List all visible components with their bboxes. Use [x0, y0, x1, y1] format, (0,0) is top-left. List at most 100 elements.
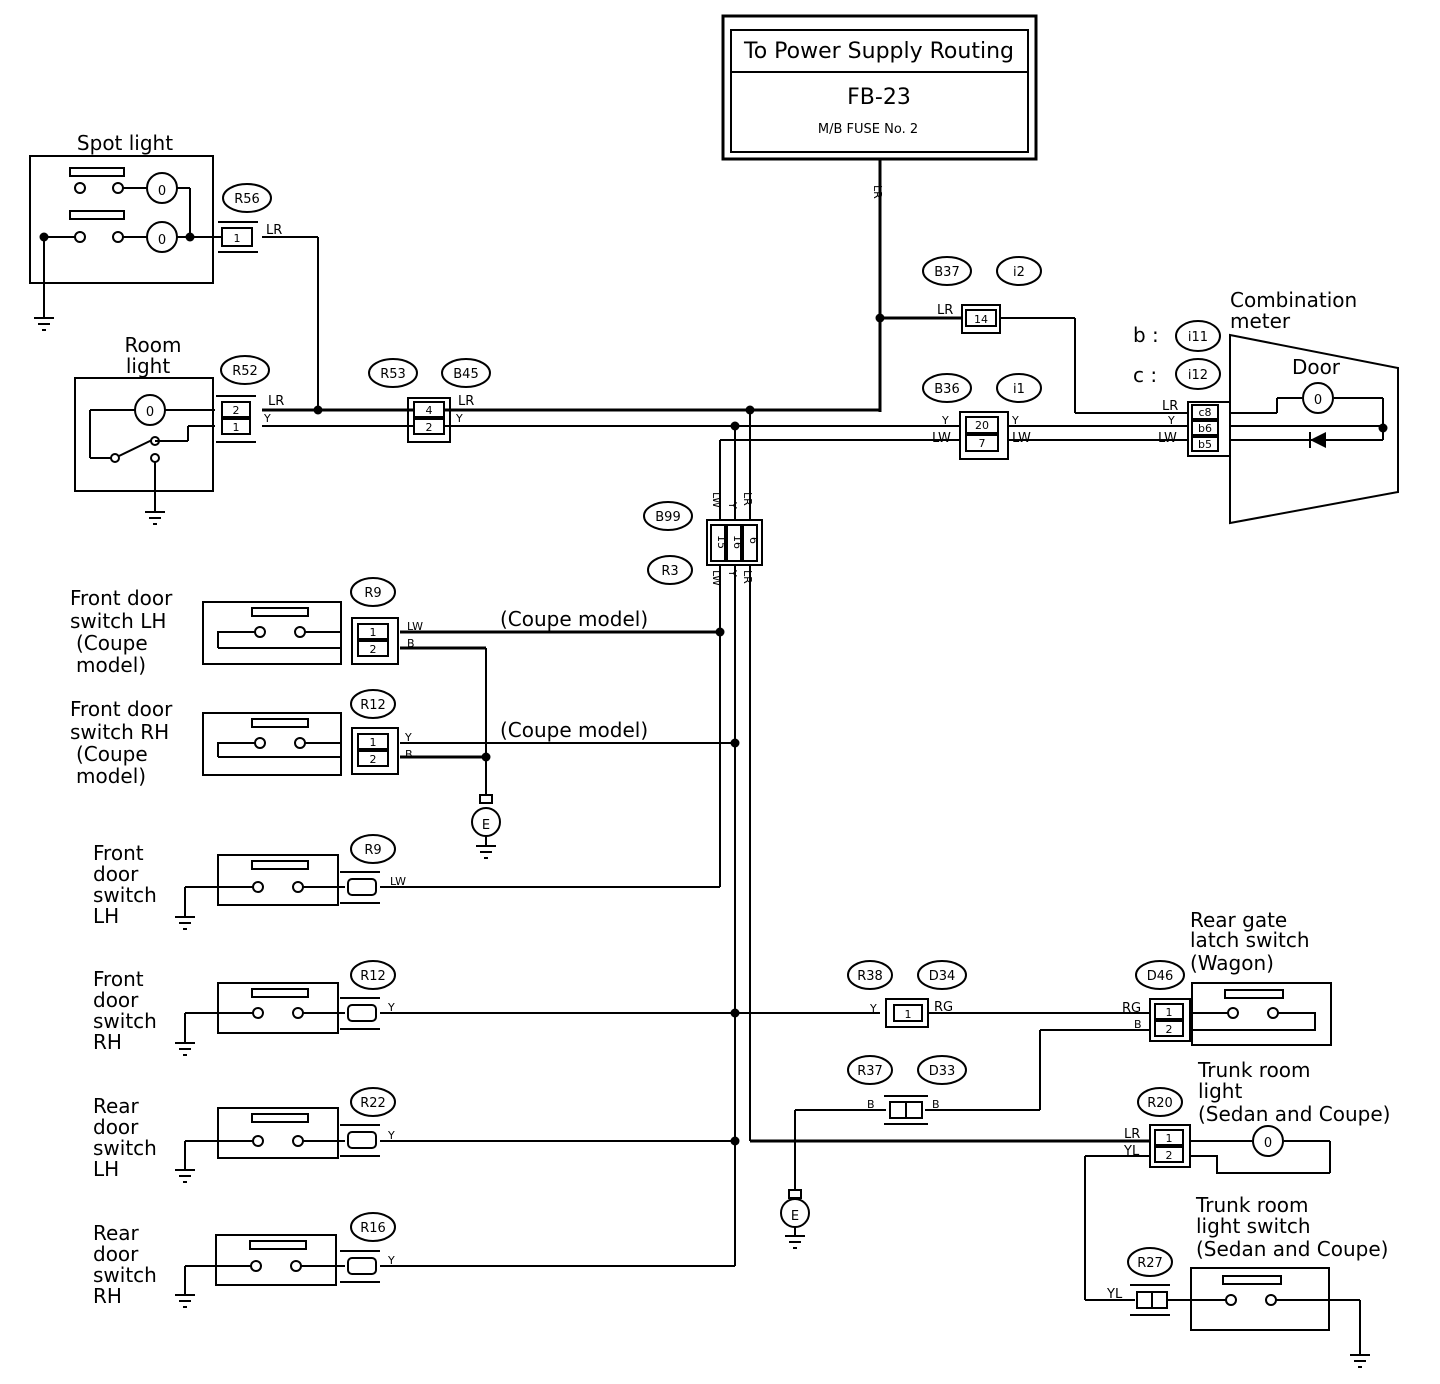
svg-text:model): model) — [76, 653, 146, 677]
connector-D46: D46 — [1147, 969, 1174, 984]
svg-text:B: B — [932, 1098, 940, 1111]
svg-text:LW: LW — [710, 492, 723, 508]
svg-text:switch: switch — [93, 883, 157, 907]
svg-text:LH: LH — [93, 904, 119, 928]
svg-text:LR: LR — [1162, 399, 1178, 414]
svg-text:2: 2 — [370, 753, 377, 766]
svg-text:1: 1 — [234, 232, 241, 245]
svg-text:(Coupe: (Coupe — [76, 742, 148, 766]
svg-text:R37: R37 — [857, 1064, 883, 1079]
connector-R38-D34: R38 D34 1 Y RG — [847, 960, 967, 1028]
svg-text:16: 16 — [731, 535, 744, 549]
svg-text:Y: Y — [869, 1002, 877, 1015]
svg-text:E: E — [482, 818, 490, 833]
svg-text:Trunk room: Trunk room — [1195, 1193, 1309, 1217]
door-lamp-icon — [1302, 382, 1334, 414]
svg-text:1: 1 — [1166, 1006, 1173, 1019]
power-box-fuse-no: M/B FUSE No. 2 — [818, 122, 918, 137]
connector-B37-i2: B37 i2 14 LR — [922, 256, 1042, 334]
svg-text:LW: LW — [407, 620, 423, 633]
svg-text:Rear: Rear — [93, 1094, 140, 1118]
svg-text:Y: Y — [404, 731, 412, 744]
svg-text:Front door: Front door — [70, 586, 173, 610]
svg-text:7: 7 — [979, 437, 986, 450]
svg-text:B: B — [1134, 1018, 1142, 1031]
svg-text:R3: R3 — [661, 564, 678, 579]
svg-text:RG: RG — [1122, 1001, 1141, 1016]
svg-text:LH: LH — [93, 1157, 119, 1181]
room-light: Room light 0 2 1 R52 LR Y — [74, 333, 284, 525]
svg-text:4: 4 — [426, 404, 433, 417]
svg-text:2: 2 — [1166, 1149, 1173, 1162]
svg-text:light: light — [126, 354, 170, 378]
svg-text:R12: R12 — [360, 969, 386, 984]
svg-text:D34: D34 — [929, 969, 956, 984]
front-door-switch-lh: Front door switch LH R9 LW — [93, 834, 406, 930]
svg-text:door: door — [93, 1115, 139, 1139]
svg-text:2: 2 — [233, 404, 240, 417]
power-box-title: To Power Supply Routing — [743, 39, 1014, 64]
svg-text:R38: R38 — [857, 969, 883, 984]
svg-text:B: B — [407, 637, 415, 650]
connector-R52: R52 — [232, 364, 258, 379]
svg-text:(Coupe: (Coupe — [76, 631, 148, 655]
svg-text:door: door — [93, 862, 139, 886]
svg-text:(Coupe model): (Coupe model) — [500, 607, 648, 631]
svg-text:(Sedan and Coupe): (Sedan and Coupe) — [1196, 1237, 1388, 1261]
connector-B36-i1: B36 i1 20 7 Y LW Y LW — [922, 373, 1042, 460]
svg-text:Front: Front — [93, 841, 144, 865]
svg-text:0: 0 — [158, 233, 166, 248]
connector-R56: R56 — [234, 192, 260, 207]
front-door-switch-rh: Front door switch RH R12 Y — [93, 960, 396, 1056]
ground-icon — [1350, 1354, 1370, 1368]
svg-text:2: 2 — [370, 643, 377, 656]
svg-text:LR: LR — [937, 303, 953, 318]
svg-text:Rear: Rear — [93, 1221, 140, 1245]
svg-text:6: 6 — [747, 537, 760, 544]
svg-text:switch RH: switch RH — [70, 720, 169, 744]
connector-R53-B45: R53 B45 4 2 LR Y — [368, 358, 491, 443]
svg-text:(Wagon): (Wagon) — [1190, 951, 1274, 975]
svg-text:Y: Y — [726, 501, 739, 509]
svg-text:door: door — [93, 988, 139, 1012]
svg-text:RH: RH — [93, 1284, 122, 1308]
svg-text:Y: Y — [1167, 414, 1175, 427]
diode-icon — [1309, 432, 1326, 448]
svg-text:LW: LW — [1012, 431, 1031, 446]
rear-gate-latch-switch: Rear gate latch switch (Wagon) D46 1 2 R… — [1122, 908, 1332, 1046]
svg-text:Y: Y — [387, 1129, 395, 1142]
svg-text:R9: R9 — [364, 586, 381, 601]
svg-text:R16: R16 — [360, 1221, 386, 1236]
svg-text:LR: LR — [268, 394, 284, 409]
svg-text:Y: Y — [387, 1001, 395, 1014]
trunk-room-light-switch: Trunk room light switch (Sedan and Coupe… — [1106, 1193, 1388, 1368]
svg-text:light switch: light switch — [1196, 1214, 1311, 1238]
svg-text:Rear gate: Rear gate — [1190, 908, 1287, 932]
svg-text:Front door: Front door — [70, 697, 173, 721]
svg-text:1: 1 — [370, 626, 377, 639]
svg-text:Y: Y — [941, 414, 949, 427]
svg-text:YL: YL — [1106, 1287, 1123, 1302]
svg-text:Y: Y — [726, 569, 739, 577]
svg-text:B: B — [405, 748, 413, 761]
rear-door-switch-lh: Rear door switch LH R22 Y — [93, 1087, 396, 1183]
svg-text:2: 2 — [426, 421, 433, 434]
ground-icon — [175, 916, 195, 930]
svg-text:switch LH: switch LH — [70, 609, 166, 633]
svg-text:15: 15 — [715, 535, 728, 549]
svg-text:0: 0 — [146, 405, 154, 420]
svg-text:LR: LR — [458, 394, 474, 409]
connector-i11: i11 — [1188, 330, 1208, 345]
rear-door-switch-rh: Rear door switch RH R16 Y — [93, 1212, 396, 1308]
svg-text:b :: b : — [1133, 323, 1159, 347]
front-door-switch-lh-coupe: Front door switch LH (Coupe model) R9 1 … — [70, 577, 648, 677]
svg-text:Room: Room — [125, 333, 182, 357]
svg-text:Combination: Combination — [1230, 288, 1357, 312]
ground-icon — [34, 317, 54, 331]
wires: LR — [262, 159, 1188, 1301]
svg-text:i2: i2 — [1013, 265, 1025, 280]
svg-text:R53: R53 — [380, 367, 406, 382]
connector-R20: R20 — [1147, 1096, 1173, 1111]
spot-light: Spot light 0 0 1 R56 LR — [29, 131, 282, 331]
